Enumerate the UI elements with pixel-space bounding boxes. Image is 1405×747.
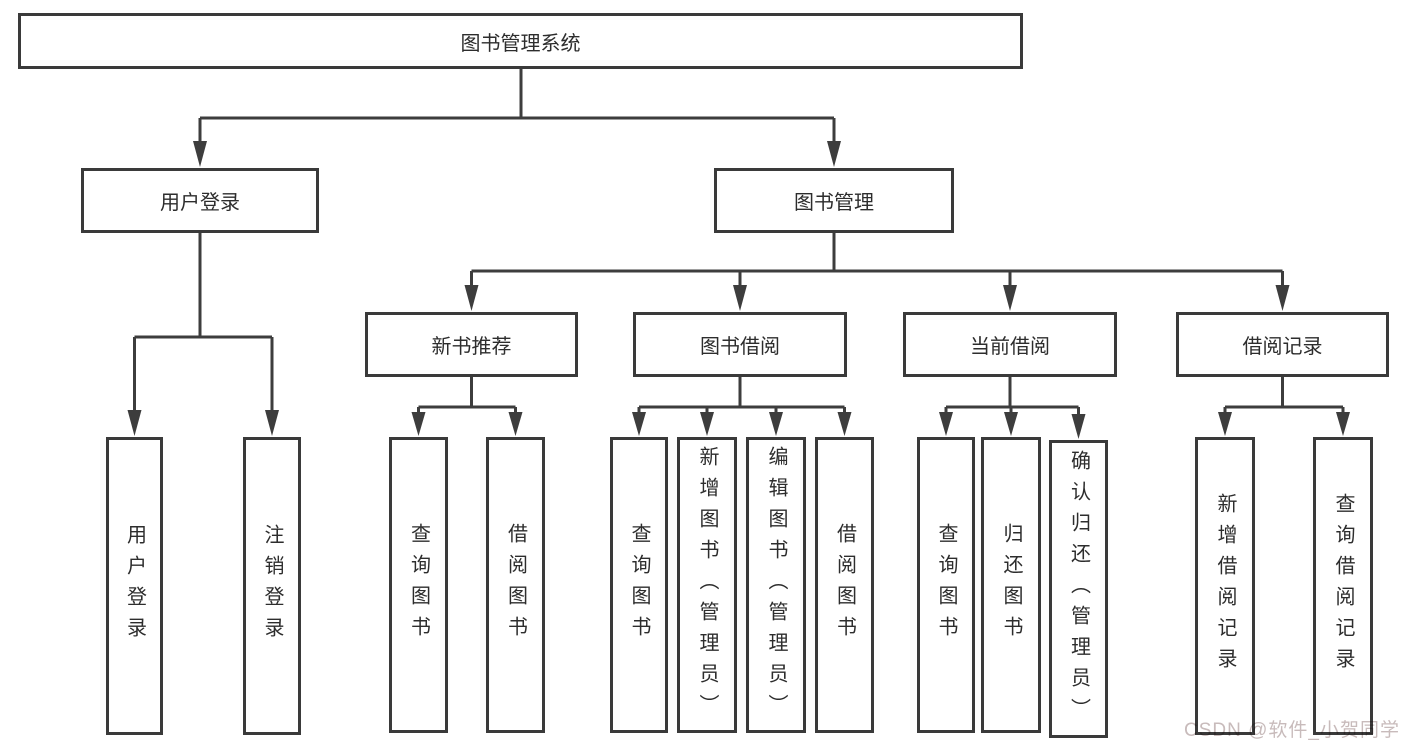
node-label: 新增图书（管理员） <box>696 445 718 725</box>
arrow-icon <box>193 141 207 167</box>
node-label: 新书推荐 <box>431 336 512 358</box>
leaf-query-books-borrow: 查询图书 <box>610 437 668 733</box>
arrow-icon <box>827 141 841 167</box>
leaf-add-borrow-record: 新增借阅记录 <box>1195 437 1255 735</box>
leaf-borrow-books: 借阅图书 <box>815 437 874 733</box>
arrow-icon <box>1003 285 1017 311</box>
leaf-return-books: 归还图书 <box>981 437 1041 733</box>
arrow-icon <box>1336 412 1350 436</box>
node-label: 借阅图书 <box>833 523 856 647</box>
arrow-icon <box>837 412 852 436</box>
csdn-watermark: CSDN @软件_小贺同学 <box>1184 720 1400 741</box>
node-book-borrowing: 图书借阅 <box>633 312 847 377</box>
leaf-query-books-current: 查询图书 <box>917 437 975 733</box>
node-user-login: 用户登录 <box>81 168 319 233</box>
node-label: 借阅图书 <box>504 523 527 647</box>
leaf-add-book-admin: 新增图书（管理员） <box>677 437 737 733</box>
arrow-icon <box>700 412 714 436</box>
node-label: 编辑图书（管理员） <box>765 445 787 725</box>
leaf-edit-book-admin: 编辑图书（管理员） <box>746 437 806 733</box>
node-label: 归还图书 <box>1000 523 1022 647</box>
node-label: 图书管理 <box>794 192 874 214</box>
arrow-icon <box>1004 412 1018 436</box>
arrow-icon <box>127 410 142 436</box>
node-label: 图书借阅 <box>700 336 780 358</box>
arrow-icon <box>508 412 523 436</box>
leaf-confirm-return-admin: 确认归还（管理员） <box>1049 440 1108 738</box>
node-book-management: 图书管理 <box>714 168 954 233</box>
arrow-icon <box>733 285 747 311</box>
leaf-query-books-recommend: 查询图书 <box>389 437 448 733</box>
node-new-book-recommendation: 新书推荐 <box>365 312 578 377</box>
arrow-icon <box>411 412 426 436</box>
node-current-borrowing: 当前借阅 <box>903 312 1117 377</box>
arrow-icon <box>632 412 646 436</box>
node-library-system: 图书管理系统 <box>18 13 1023 69</box>
arrow-icon <box>769 412 783 436</box>
leaf-borrow-books-recommend: 借阅图书 <box>486 437 545 733</box>
leaf-user-login: 用户登录 <box>106 437 163 735</box>
node-borrowing-records: 借阅记录 <box>1176 312 1389 377</box>
node-label: 借阅记录 <box>1242 336 1323 358</box>
node-label: 注销登录 <box>261 524 283 648</box>
node-label: 新增借阅记录 <box>1214 493 1236 679</box>
node-label: 当前借阅 <box>970 336 1050 358</box>
node-label: 查询图书 <box>407 523 430 647</box>
leaf-query-borrow-record: 查询借阅记录 <box>1313 437 1373 735</box>
node-label: 图书管理系统 <box>460 32 581 55</box>
node-label: 用户登录 <box>160 192 240 214</box>
connector-path <box>133 69 1345 415</box>
node-label: 查询图书 <box>628 523 650 647</box>
arrow-icon <box>464 285 479 311</box>
arrow-icon <box>1218 412 1232 436</box>
arrow-icon <box>265 410 279 436</box>
arrow-icon <box>1275 285 1290 311</box>
node-label: 查询图书 <box>935 523 957 647</box>
node-label: 确认归还（管理员） <box>1067 449 1090 729</box>
leaf-logout: 注销登录 <box>243 437 301 735</box>
arrow-icon <box>1071 414 1086 439</box>
node-label: 用户登录 <box>123 524 146 648</box>
node-label: 查询借阅记录 <box>1332 493 1354 679</box>
arrow-icon <box>939 412 953 436</box>
